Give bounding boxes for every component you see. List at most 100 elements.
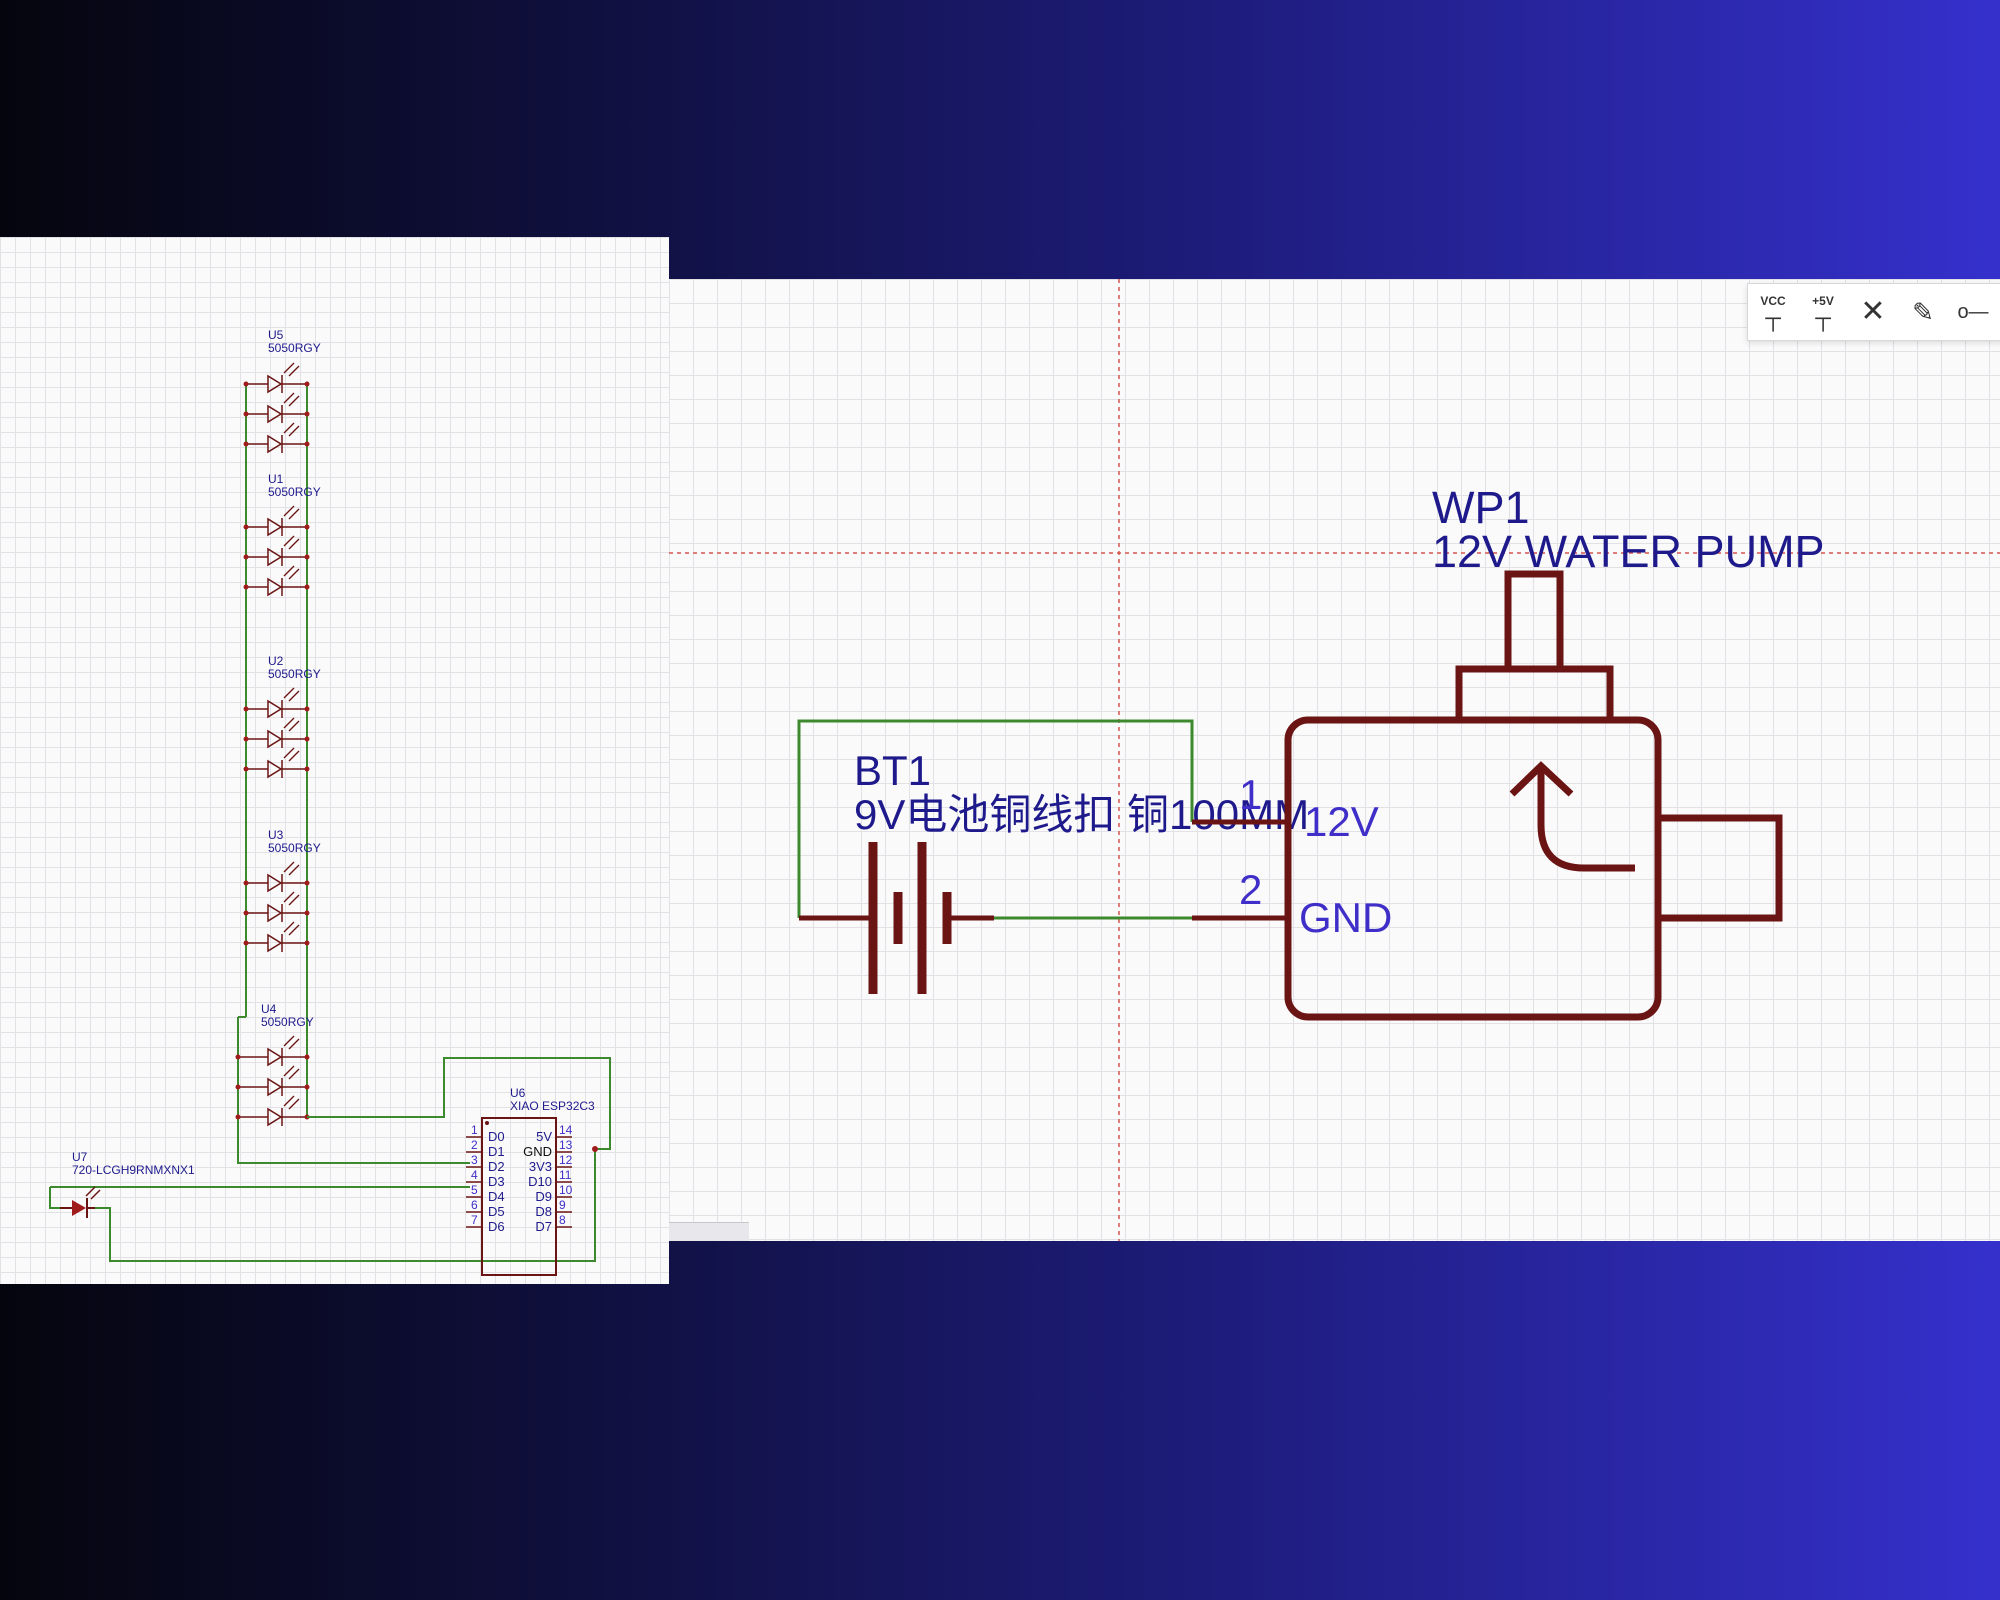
flow-arrow-head-icon (1509, 761, 1574, 797)
led-junction (243, 381, 249, 387)
junction-dot (592, 1146, 598, 1152)
led-light-arrow (288, 864, 300, 876)
indicator-led-u7[interactable]: U7 720-LCGH9RNMXNX1 (60, 1150, 195, 1218)
led-value-u5: 5050RGY (268, 341, 321, 355)
led-light-arrow (283, 861, 295, 873)
mcu-pin-name: 3V3 (529, 1159, 552, 1174)
indicator-light-arrow (85, 1186, 96, 1197)
battery-ref: BT1 (854, 747, 931, 794)
mcu-pin-number: 14 (559, 1123, 573, 1137)
led-light-arrow (288, 365, 300, 377)
led-light-arrow (283, 505, 295, 517)
mcu-pin-number: 7 (471, 1213, 478, 1227)
mcu-pin-name: D2 (488, 1159, 505, 1174)
wire-indicator-anode[interactable] (49, 1187, 60, 1209)
led-diode-triangle (267, 699, 283, 719)
wire-battery-plus[interactable] (797, 719, 1194, 918)
led-light-arrow (288, 1098, 300, 1110)
mcu-pin-name: D1 (488, 1144, 505, 1159)
wire-5v-net[interactable] (307, 1057, 611, 1150)
mcu-pin1-marker (485, 1121, 489, 1125)
led-light-arrow (283, 891, 295, 903)
led-junction (304, 940, 310, 946)
led-junction (304, 706, 310, 712)
pump-outlet-collar (1455, 665, 1614, 724)
led-symbols-u3 (243, 861, 310, 953)
led-diode-triangle (267, 1077, 283, 1097)
mcu-pin-name: D8 (535, 1204, 552, 1219)
led-group-u1[interactable]: U1 5050RGY (243, 472, 321, 597)
led-light-arrow (288, 425, 300, 437)
vcc-symbol-icon: ┬ (1765, 305, 1781, 330)
led-junction (243, 411, 249, 417)
led-light-arrow (283, 747, 295, 759)
right-schematic-canvas[interactable]: BT1 9V电池铜线扣 铜100MM WP1 12V WATER PUMP 1 … (669, 279, 2000, 1241)
led-light-arrow (288, 750, 300, 762)
led-junction (243, 706, 249, 712)
mcu-pin-name: D0 (488, 1129, 505, 1144)
led-light-arrow (283, 1095, 295, 1107)
wire-gnd-net[interactable] (95, 1149, 596, 1262)
led-junction (304, 880, 310, 886)
no-connect-icon: ✕ (1860, 295, 1886, 328)
led-diode-triangle (267, 1107, 283, 1127)
led-junction (304, 381, 310, 387)
net-port-button[interactable]: o— (1948, 284, 1998, 340)
vcc-symbol-button[interactable]: VCC ┬ (1748, 284, 1798, 340)
led-junction (304, 524, 310, 530)
led-diode-triangle (267, 729, 283, 749)
symbol-toolbar: VCC ┬ +5V ┬ ✕ ✎ o— (1747, 283, 2000, 341)
mcu-pin-number: 5 (471, 1183, 478, 1197)
canvas-bottom-tab[interactable] (669, 1222, 749, 1241)
pump-pin1-number: 1 (1239, 771, 1262, 818)
plus5v-symbol-button[interactable]: +5V ┬ (1798, 284, 1848, 340)
led-diode-triangle (267, 547, 283, 567)
net-port-icon: o— (1957, 301, 1989, 323)
led-light-arrow (283, 687, 295, 699)
led-junction (243, 584, 249, 590)
battery-bt1[interactable]: BT1 9V电池铜线扣 铜100MM (799, 747, 1309, 994)
led-junction (304, 910, 310, 916)
led-group-u4[interactable]: U4 5050RGY (235, 1002, 314, 1127)
led-light-arrow (283, 1065, 295, 1077)
led-group-u5[interactable]: U5 5050RGY (243, 328, 321, 454)
water-pump-wp1[interactable]: WP1 12V WATER PUMP 1 12V 2 GND (1192, 482, 1825, 1021)
led-junction (235, 1084, 241, 1090)
led-group-u2[interactable]: U2 5050RGY (243, 654, 321, 779)
no-connect-button[interactable]: ✕ (1848, 284, 1898, 340)
led-ref-u5: U5 (268, 328, 284, 342)
led-ref-u2: U2 (268, 654, 284, 668)
mcu-pin-name: GND (523, 1144, 552, 1159)
mcu-pin-number: 8 (559, 1213, 566, 1227)
led-junction (243, 880, 249, 886)
led-junction (304, 766, 310, 772)
flow-arrow-icon (1537, 769, 1635, 872)
led-diode-triangle (267, 404, 283, 424)
led-light-arrow (288, 1038, 300, 1050)
mcu-pin-number: 1 (471, 1123, 478, 1137)
probe-button[interactable]: ✎ (1898, 284, 1948, 340)
left-schematic-canvas[interactable]: U5 5050RGY U1 5050RGY U2 5050RGY U3 5050… (0, 237, 669, 1284)
pump-value: 12V WATER PUMP (1432, 526, 1825, 577)
led-light-arrow (288, 1068, 300, 1080)
led-group-u3[interactable]: U3 5050RGY (243, 828, 321, 953)
led-diode-triangle (267, 933, 283, 953)
led-ref-u3: U3 (268, 828, 284, 842)
mcu-value: XIAO ESP32C3 (510, 1099, 595, 1113)
led-light-arrow (283, 717, 295, 729)
led-light-arrow (283, 362, 295, 374)
mcu-pin-number: 2 (471, 1138, 478, 1152)
right-schematic-drawing: BT1 9V电池铜线扣 铜100MM WP1 12V WATER PUMP 1 … (669, 279, 2000, 1241)
led-value-u2: 5050RGY (268, 667, 321, 681)
wire-d2-net[interactable] (237, 1162, 470, 1164)
mcu-pin-number: 11 (559, 1168, 572, 1182)
led-light-arrow (288, 720, 300, 732)
mcu-pin-name: D10 (528, 1174, 552, 1189)
led-diode-triangle (267, 903, 283, 923)
led-junction (235, 1054, 241, 1060)
led-light-arrow (283, 535, 295, 547)
led-junction (243, 910, 249, 916)
indicator-light-arrow (90, 1189, 101, 1200)
